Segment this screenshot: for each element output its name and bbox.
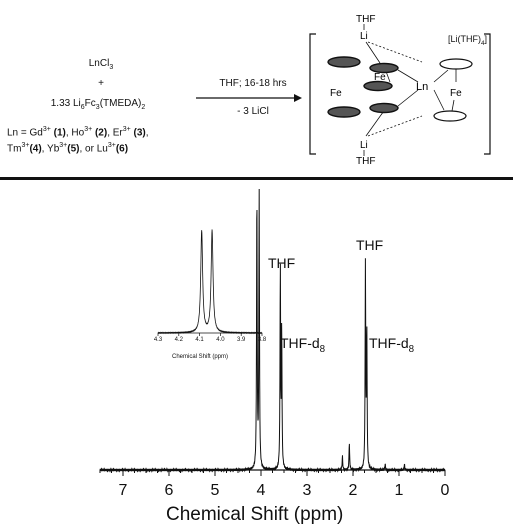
inset-x-tick-label: 4.1 (195, 337, 204, 343)
thf-label-right: THF (356, 237, 384, 253)
reactant-lncl3: LnCl3 (88, 58, 114, 71)
x-axis-label: Chemical Shift (ppm) (166, 504, 344, 525)
arrow-condition-top: THF; 16-18 hrs (219, 78, 287, 89)
li-bottom-label: Li (360, 140, 368, 151)
cp-ring-upper-left (327, 56, 361, 68)
fe-right-label: Fe (450, 88, 462, 99)
reaction-arrow (196, 94, 302, 102)
reactant-lithiated-ferrocene: 1.33 Li6Fc3(TMEDA)2 (50, 98, 146, 111)
inset-x-tick-label: 3.8 (257, 337, 267, 343)
inset-x-tick-label: 4.3 (153, 337, 163, 343)
counterion-label: [Li(THF)4] (448, 34, 488, 47)
arrow-condition-bottom: - 3 LiCl (237, 106, 269, 117)
cp-ring-lower-right (433, 110, 467, 122)
fe-upper-label: Fe (374, 72, 386, 83)
plus-sign: + (98, 78, 104, 89)
inset-x-tick-label: 4.2 (174, 337, 183, 343)
x-tick-label: 2 (348, 482, 358, 499)
x-tick-label: 0 (440, 482, 450, 499)
thf-label-left: THF (268, 255, 296, 271)
lanthanide-list-line2: Tm3+(4), Yb3+(5), or Lu3+(6) (7, 142, 129, 155)
x-tick-label: 1 (394, 482, 404, 499)
cp-ring-upper-right (439, 58, 473, 70)
thf-bottom-label: THF (356, 156, 375, 167)
fe-left-label: Fe (330, 88, 342, 99)
inset-x-tick-label: 3.9 (237, 337, 246, 343)
ln-center-label: Ln (416, 81, 428, 93)
x-tick-label: 7 (118, 482, 128, 499)
x-tick-label: 6 (164, 482, 174, 499)
inset-x-tick-label: 4.0 (216, 337, 225, 343)
cp-ring-upper-mid (369, 62, 399, 74)
cp-ring-lower-mid (369, 102, 399, 114)
nmr-spectrum-plot (99, 188, 446, 476)
x-tick-label: 5 (210, 482, 220, 499)
inset-x-axis-label: Chemical Shift (ppm) (172, 354, 229, 360)
right-bracket (484, 33, 491, 155)
section-divider (0, 177, 513, 180)
thf-top-label: THF (356, 14, 375, 25)
inset-spectrum-trace (157, 229, 263, 335)
thf-d8-label-right: THF-d8 (369, 335, 415, 355)
product-structure: THF Li Fe Ln Fe Fe Li THF (309, 14, 491, 167)
cp-ring-mid-left (363, 80, 393, 92)
inset-spectrum-plot (157, 229, 263, 336)
thf-d8-label-left: THF-d8 (280, 335, 326, 355)
cp-ring-lower-left (327, 106, 361, 118)
li-top-label: Li (360, 31, 368, 42)
x-tick-label: 3 (302, 482, 312, 499)
x-tick-label: 4 (256, 482, 266, 499)
lanthanide-list-line1: Ln = Gd3+ (1), Ho3+ (2), Er3+ (3), (7, 126, 149, 139)
left-bracket (309, 33, 316, 155)
